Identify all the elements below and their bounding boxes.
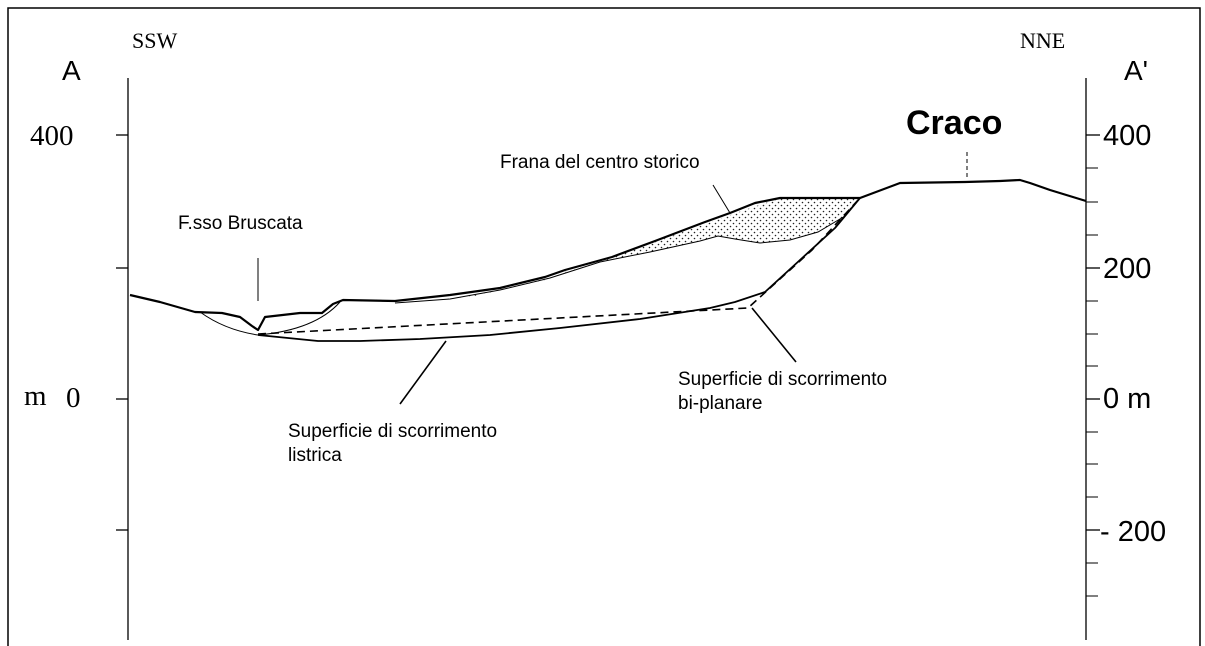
figure-border: [7, 7, 1201, 646]
left-axis: [116, 78, 129, 640]
section-end-right: A': [1124, 55, 1148, 86]
left-axis-unit: m: [24, 380, 47, 412]
stream-label: F.sso Bruscata: [178, 213, 303, 234]
right-axis-label-0m: 0 m: [1103, 383, 1151, 415]
landslide-base-line: [394, 197, 861, 304]
direction-right: NNE: [1020, 28, 1065, 53]
right-axis-label-minus-200: - 200: [1100, 516, 1166, 548]
landslide-leader: [712, 184, 731, 214]
town-label: Craco: [906, 104, 1002, 142]
listric-label-line2: listrica: [288, 445, 342, 466]
right-axis-label-400: 400: [1103, 120, 1151, 152]
topographic-profile: [129, 178, 1087, 332]
left-axis-label-0: 0: [66, 382, 81, 414]
biplanar-leader: [751, 307, 797, 363]
thin-profile-left: [199, 311, 259, 336]
biplanar-label-line1: Superficie di scorrimento: [678, 369, 887, 390]
biplanar-label-line2: bi-planare: [678, 393, 763, 414]
section-end-left: A: [62, 55, 81, 86]
listric-leader: [399, 340, 447, 405]
landslide-label: Frana del centro storico: [500, 152, 700, 173]
right-axis: [1085, 78, 1100, 640]
left-axis-label-400: 400: [30, 120, 74, 152]
right-axis-label-200: 200: [1103, 253, 1151, 285]
direction-left: SSW: [132, 28, 177, 53]
thin-profile-right: [257, 301, 341, 336]
biplanar-slip-surface: [257, 197, 861, 335]
landslide-body: [395, 198, 860, 303]
listric-label-line1: Superficie di scorrimento: [288, 421, 497, 442]
